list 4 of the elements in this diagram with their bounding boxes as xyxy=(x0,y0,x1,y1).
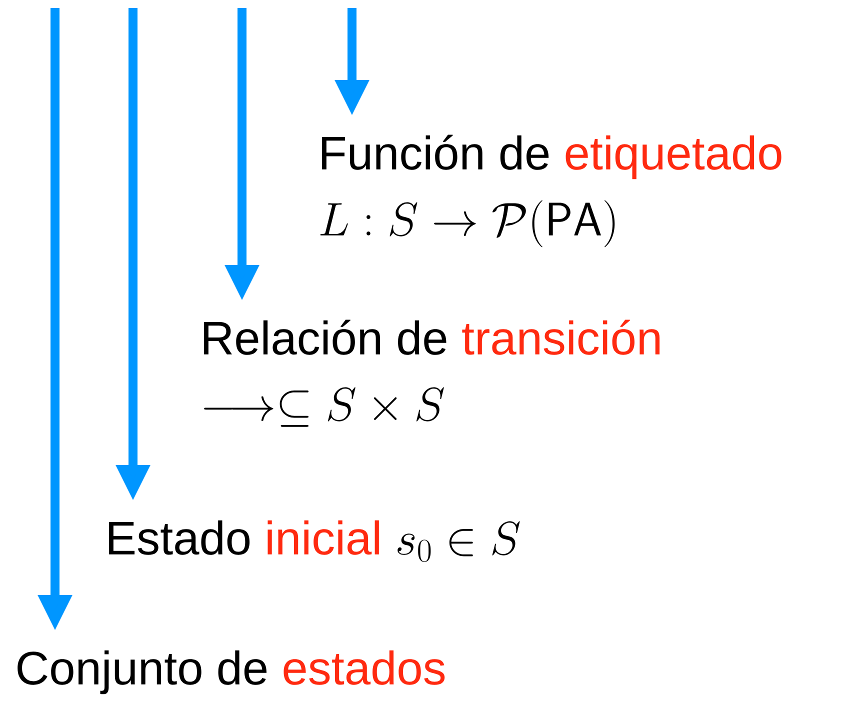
text-label: Relación de transición $\longrightarrow \subseteq S \times S$ xyxy=(204,320,660,427)
text-label: Función de etiquetado $L : S \to \mathcal{P}(\mathsf{PA})$ xyxy=(320,134,782,248)
text-label: Conjunto de estados xyxy=(18,650,445,694)
text-label: Estado inicial $s_0 \in S$ xyxy=(109,520,520,562)
